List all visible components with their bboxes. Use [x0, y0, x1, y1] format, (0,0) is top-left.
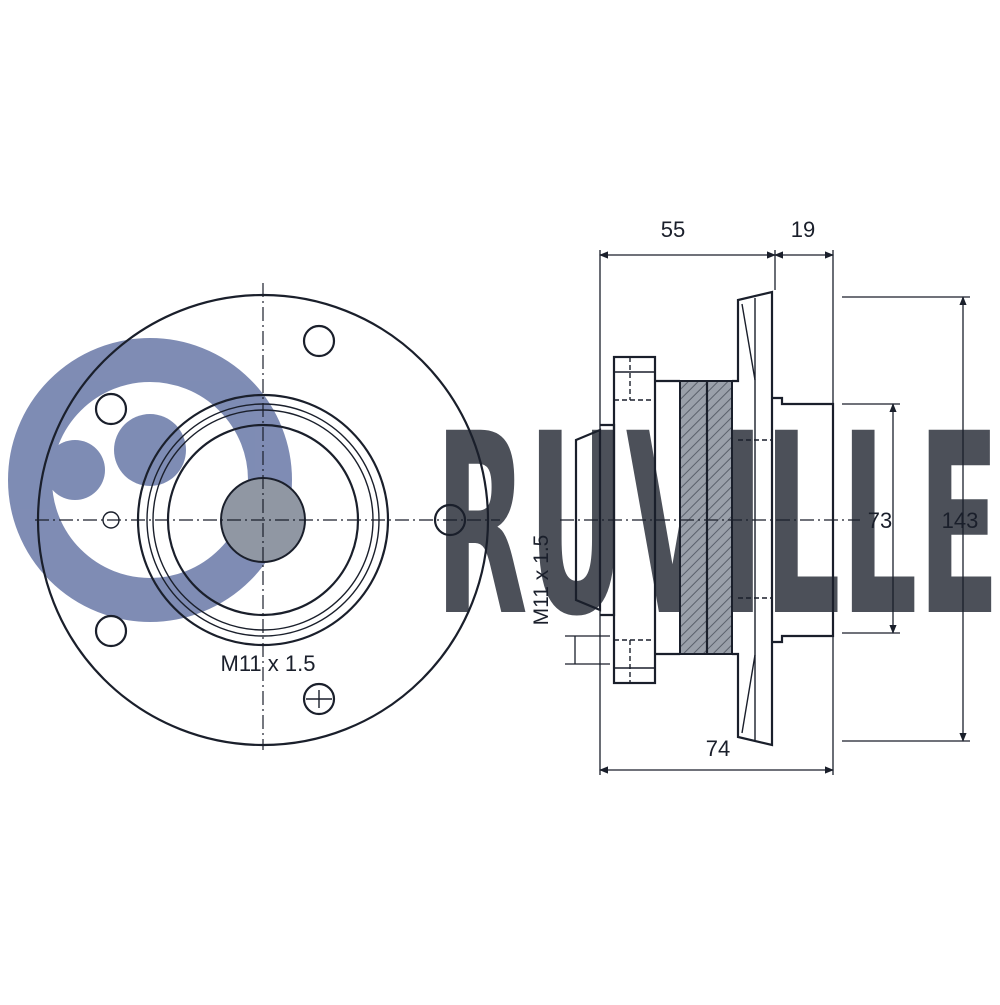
wheel-flange — [732, 290, 774, 747]
side-thread-label: M11 x 1.5 — [530, 535, 553, 626]
dim-label-143: 143 — [942, 508, 979, 533]
bearing-edge — [655, 379, 680, 656]
bolt-hole — [94, 392, 128, 426]
dim-label-55: 55 — [661, 217, 685, 242]
bolt-hole — [94, 614, 128, 648]
bolt-hole — [302, 324, 336, 358]
dim-label-74: 74 — [706, 736, 730, 761]
watermark-dot — [45, 440, 105, 500]
bolt-hole — [302, 682, 336, 716]
front-view: M11 x 1.5 — [35, 283, 500, 750]
bolt-hole — [433, 503, 467, 537]
front-thread-label: M11 x 1.5 — [221, 651, 316, 676]
dim-label-73: 73 — [868, 508, 892, 533]
side-view: 55 19 74 73 143 M11 x 1.5 — [530, 217, 978, 775]
watermark-dot — [114, 414, 186, 486]
flange-bevel — [741, 303, 756, 734]
watermark-logo: RUVILLE — [8, 338, 1000, 671]
dim-label-19: 19 — [791, 217, 815, 242]
